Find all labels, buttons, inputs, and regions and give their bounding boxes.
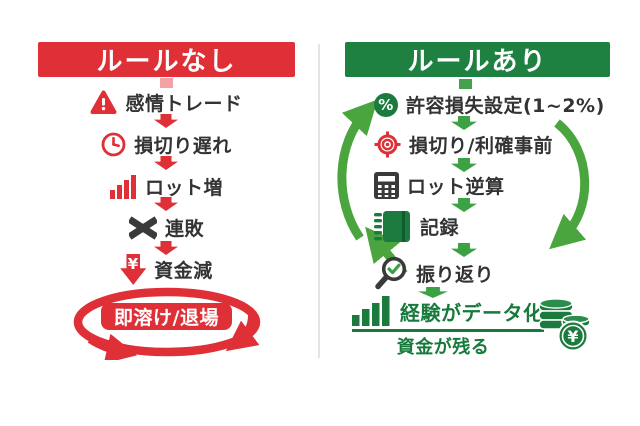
percent-icon: % [374, 92, 398, 117]
down-arrow-icon [154, 156, 178, 170]
left-title-banner: ルールなし [38, 42, 295, 77]
calculator-icon [374, 172, 399, 199]
right-step-label: 許容損失設定(1~2%) [406, 95, 605, 117]
right-step-label: 振り返り [416, 263, 495, 286]
right-result-line1: 経験がデータ化 [400, 301, 544, 325]
right-banner-connector [459, 79, 472, 89]
left-banner-connector [160, 78, 173, 88]
right-title: ルールあり [407, 47, 548, 77]
yen-down-arrow-icon: ¥ [120, 254, 147, 285]
coin-yen-symbol: ¥ [567, 327, 578, 346]
right-step-lot-calc: ロット逆算 [374, 172, 505, 199]
left-step-label: 損切り遅れ [134, 135, 232, 157]
percent-symbol: % [378, 95, 394, 114]
right-step-label: 記録 [420, 217, 460, 239]
left-step-late-stoploss: 損切り遅れ [38, 131, 295, 158]
bar-chart-up-red-icon [109, 174, 137, 199]
left-result-label: 即溶け/退場 [114, 307, 219, 329]
left-result-badge: 即溶け/退場 [101, 303, 232, 330]
warning-icon [90, 90, 117, 115]
down-arrow-icon [418, 287, 448, 298]
left-step-label: 資金減 [154, 260, 213, 282]
right-result-block: 経験がデータ化 [352, 296, 544, 332]
right-step-loss-limit: % 許容損失設定(1~2%) [374, 91, 605, 118]
magnifier-check-icon [374, 256, 408, 290]
left-title: ルールなし [96, 47, 237, 77]
left-step-label: 連敗 [164, 218, 204, 240]
red-loop-oval [73, 287, 261, 360]
right-step-review: 振り返り [374, 256, 494, 290]
notebook-icon [374, 211, 412, 242]
left-step-label: ロット増 [144, 177, 223, 199]
right-result-line2: 資金が残る [396, 337, 490, 358]
yen-symbol: ¥ [127, 255, 139, 273]
column-divider [318, 44, 320, 358]
left-step-funds-decrease: ¥ 資金減 [38, 254, 295, 285]
coins-icon: ¥ [538, 298, 591, 352]
cross-icon [128, 215, 157, 240]
right-step-label: ロット逆算 [407, 176, 505, 198]
down-arrow-icon [154, 241, 178, 255]
left-step-label: 感情トレード [125, 93, 243, 115]
right-step-record: 記録 [374, 211, 459, 242]
target-icon [374, 131, 401, 158]
left-step-lot-increase: ロット増 [38, 173, 295, 200]
clock-icon [101, 132, 126, 157]
down-arrow-icon [154, 114, 178, 128]
right-step-label: 損切り/利確事前 [409, 135, 553, 157]
bar-chart-up-green-icon [352, 296, 392, 326]
right-title-banner: ルールあり [345, 42, 610, 77]
left-step-emotional-trade: 感情トレード [38, 89, 295, 116]
left-step-losing-streak: 連敗 [38, 214, 295, 241]
right-step-preset-exits: 損切り/利確事前 [374, 131, 553, 158]
